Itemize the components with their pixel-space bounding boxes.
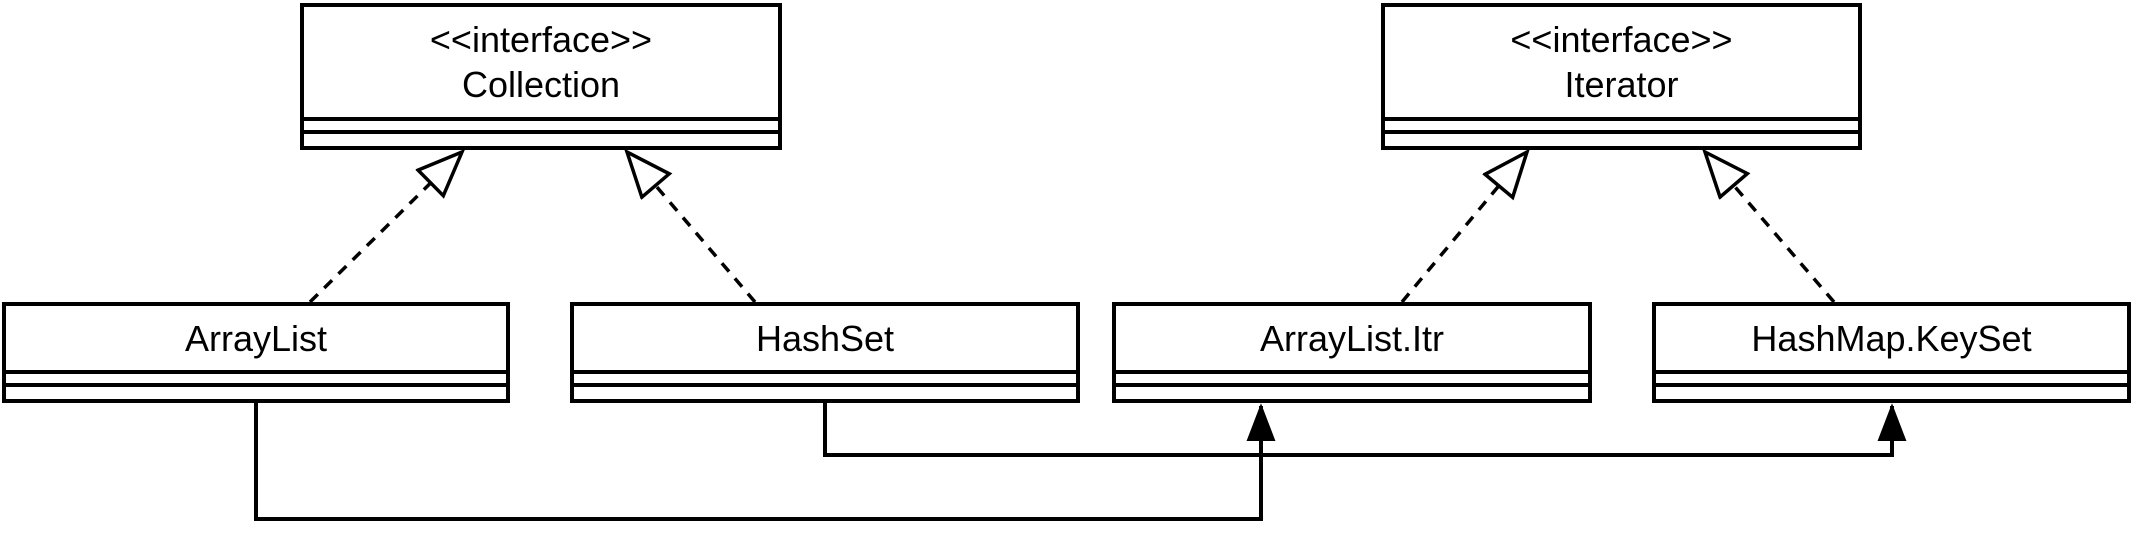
interface-name-label: Iterator	[1564, 64, 1679, 105]
class-name-label: ArrayList.Itr	[1259, 317, 1445, 359]
interface-node-collection: <<interface>> Collection	[300, 3, 782, 150]
interface-name-label: Collection	[461, 64, 621, 105]
class-node-arraylist-itr: ArrayList.Itr	[1112, 302, 1592, 403]
attributes-compartment	[304, 121, 778, 134]
realization-edge-arraylist-to-collection	[308, 152, 462, 304]
methods-compartment	[1385, 134, 1858, 146]
class-node-hashset: HashSet	[570, 302, 1080, 403]
stereotype-label: <<interface>>	[429, 19, 653, 60]
attributes-compartment	[1385, 121, 1858, 134]
class-node-hashmap-keyset: HashMap.KeySet	[1652, 302, 2131, 403]
class-name-label: HashSet	[755, 317, 895, 359]
class-name-label: ArrayList	[184, 317, 328, 359]
interface-node-iterator: <<interface>> Iterator	[1381, 3, 1862, 150]
methods-compartment	[304, 134, 778, 146]
methods-compartment	[1116, 387, 1588, 399]
methods-compartment	[1656, 387, 2127, 399]
class-node-arraylist: ArrayList	[2, 302, 510, 403]
name-compartment: <<interface>> Iterator	[1385, 7, 1858, 121]
class-name-label: HashMap.KeySet	[1751, 317, 2032, 359]
stereotype-label: <<interface>>	[1510, 19, 1733, 60]
name-compartment: ArrayList.Itr	[1116, 306, 1588, 374]
realization-edge-hashmap-keyset-to-iterator	[1705, 152, 1836, 304]
realization-edge-arraylist-itr-to-iterator	[1400, 152, 1527, 304]
name-compartment: ArrayList	[6, 306, 506, 374]
name-compartment: <<interface>> Collection	[304, 7, 778, 121]
association-edge-hashset-to-hashmap-keyset	[823, 403, 1907, 457]
attributes-compartment	[574, 374, 1076, 387]
attributes-compartment	[1656, 374, 2127, 387]
realization-edge-hashset-to-collection	[627, 152, 757, 304]
methods-compartment	[6, 387, 506, 399]
attributes-compartment	[6, 374, 506, 387]
name-compartment: HashSet	[574, 306, 1076, 374]
association-edge-arraylist-to-arraylist-itr	[254, 403, 1276, 521]
methods-compartment	[574, 387, 1076, 399]
attributes-compartment	[1116, 374, 1588, 387]
name-compartment: HashMap.KeySet	[1656, 306, 2127, 374]
